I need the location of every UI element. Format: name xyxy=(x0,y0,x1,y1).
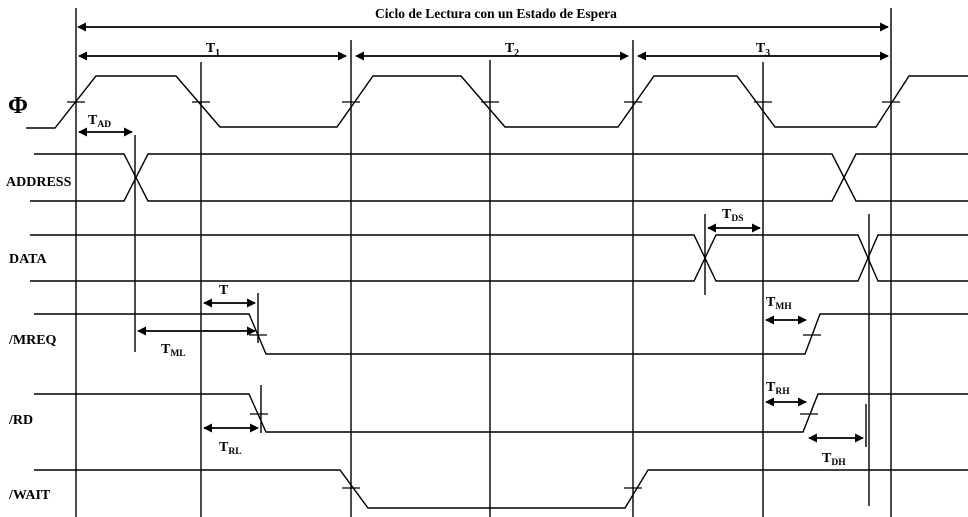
tml-label: TML xyxy=(161,342,186,359)
signal-label-address: ADDRESS xyxy=(6,175,72,190)
trh-label: TRH xyxy=(766,380,790,397)
diagram-title: Ciclo de Lectura con un Estado de Espera xyxy=(375,6,617,21)
data-waveform xyxy=(30,234,968,282)
trl-label: TRL xyxy=(219,440,242,457)
rd-waveform xyxy=(34,393,968,433)
signal-label-data: DATA xyxy=(9,252,47,267)
t-mreq-short-label: T xyxy=(219,283,229,298)
wait-waveform xyxy=(34,469,968,509)
address-waveform xyxy=(30,153,968,202)
t1-label: T1 xyxy=(206,41,220,59)
mreq-waveform xyxy=(34,313,968,355)
signal-label-phi: Φ xyxy=(8,93,28,119)
tmh-label: TMH xyxy=(766,295,792,312)
tad-label: TAD xyxy=(88,113,111,130)
t3-label: T3 xyxy=(756,41,770,59)
signal-label-rd: /RD xyxy=(8,413,33,428)
tdh-label: TDH xyxy=(822,451,846,468)
signal-label-mreq: /MREQ xyxy=(8,333,57,348)
tds-label: TDS xyxy=(722,207,744,224)
t2-label: T2 xyxy=(505,41,519,59)
signal-label-wait: /WAIT xyxy=(8,488,51,503)
vertical-reference-lines xyxy=(75,8,892,517)
